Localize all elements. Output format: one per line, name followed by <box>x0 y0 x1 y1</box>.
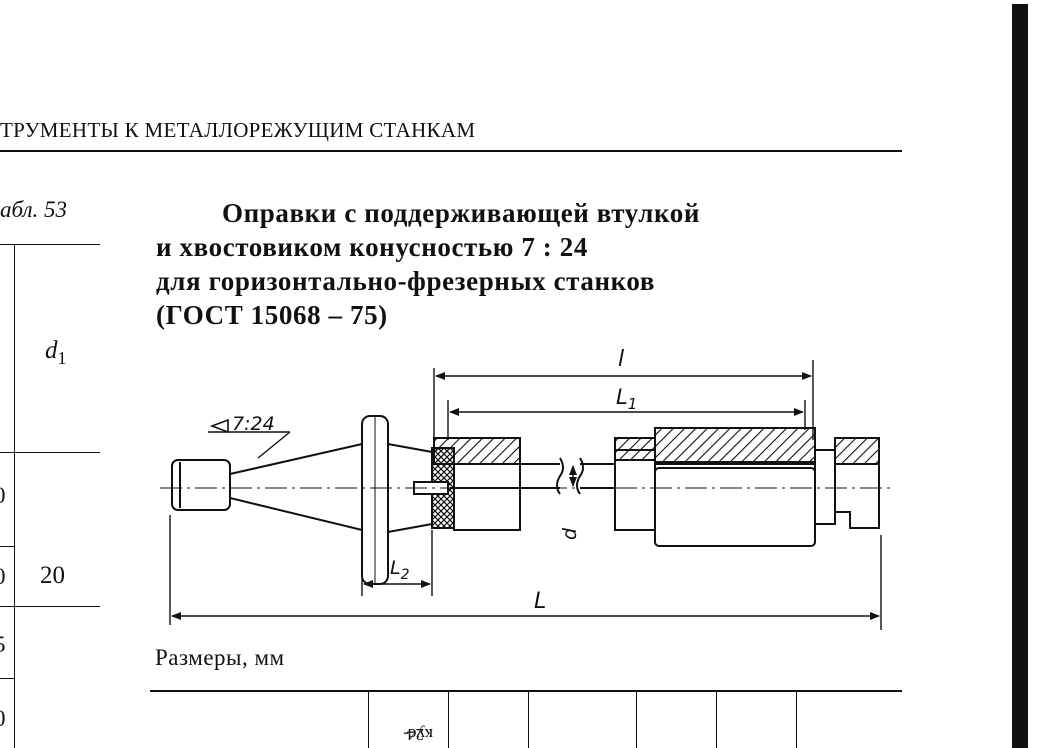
taper-symbol-icon <box>209 418 229 434</box>
table-number: абл. 53 <box>0 197 68 222</box>
sleeve-body <box>453 463 521 531</box>
end-bushing <box>834 463 880 529</box>
left-table-top-rule <box>0 244 100 245</box>
table-title: Оправки с поддерживающей втулкой и хвост… <box>156 196 700 332</box>
left-table-row-rule <box>0 546 14 547</box>
cell-d1-value: 20 <box>40 562 65 589</box>
sleeve-top <box>433 437 521 465</box>
left-table-row-rule-2 <box>0 606 100 607</box>
cut-cell-1: 0 <box>0 483 6 509</box>
cut-cell-2: 0 <box>0 564 6 590</box>
title-line-1: Оправки с поддерживающей втулкой <box>222 198 701 228</box>
bottom-table-top-rule <box>150 690 902 692</box>
label-L2: L2 <box>390 557 410 583</box>
running-head: ТРУМЕНТЫ К МЕТАЛЛОРЕЖУЩИМ СТАНКАМ <box>0 118 476 142</box>
units-caption: Размеры, мм <box>155 645 285 670</box>
label-d: d <box>559 527 581 540</box>
bottom-table-divider-6 <box>796 691 797 748</box>
taper-shank <box>229 442 363 532</box>
cutter-sleeve-section <box>654 427 816 463</box>
end-bushing-section <box>834 437 880 465</box>
title-line-2: и хвостовиком конусностью 7 : 24 <box>156 232 588 262</box>
bottom-table-divider-3 <box>528 691 529 748</box>
arbor-drawing: 7:24 l L1 L2 L d <box>160 347 890 630</box>
label-L: L <box>534 589 546 614</box>
header-rule <box>0 150 902 152</box>
cut-cell-3: 5 <box>0 632 6 658</box>
bottom-table-header-taper: кус-: 24 <box>385 700 445 748</box>
end-nut <box>814 449 836 525</box>
bottom-table-divider-1 <box>368 691 369 748</box>
column-header-d1: d1 <box>45 337 67 368</box>
left-table-column-divider <box>14 244 15 748</box>
bottom-table-divider-5 <box>716 691 717 748</box>
label-l: l <box>618 347 624 372</box>
left-table-row-rule-3 <box>0 678 14 679</box>
page-edge-shadow <box>1012 4 1028 748</box>
cutter-sleeve <box>654 467 816 547</box>
spacer-ring <box>614 449 656 531</box>
title-line-4: (ГОСТ 15068 – 75) <box>156 300 388 330</box>
taper-label: 7:24 <box>232 413 275 435</box>
shaft-break-left <box>556 457 564 495</box>
bottom-table-divider-4 <box>636 691 637 748</box>
title-line-3: для горизонтально-фрезерных станков <box>156 266 656 296</box>
shaft-break-right <box>576 457 584 495</box>
header-frag-2: : 24 <box>407 725 433 744</box>
cut-cell-4: 0 <box>0 706 6 732</box>
bottom-table-divider-2 <box>448 691 449 748</box>
left-table-header-rule <box>0 452 100 453</box>
label-L1: L1 <box>616 385 637 413</box>
